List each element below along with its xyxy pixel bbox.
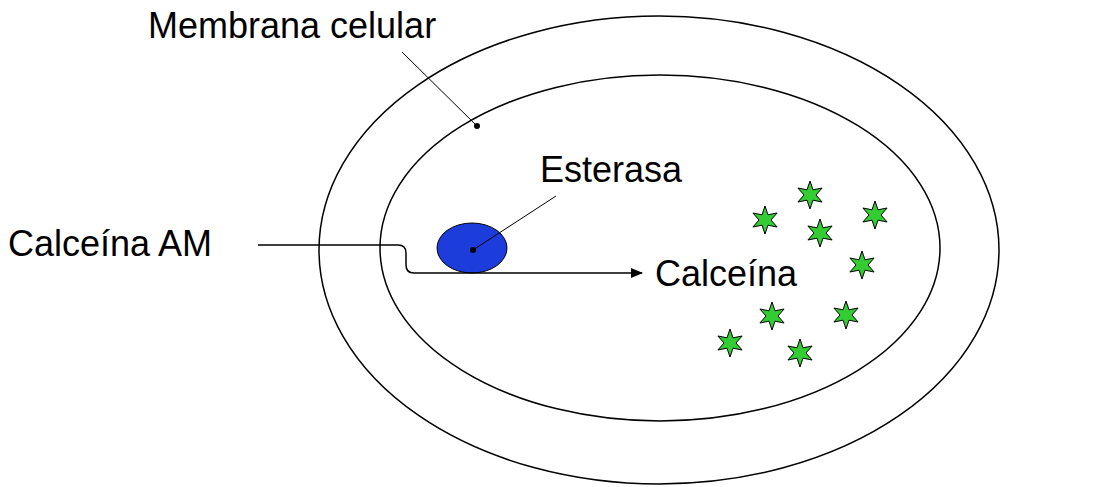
transport-arrow [258,245,642,273]
calcein-star [834,301,858,329]
substrate-label: Calceína AM [8,226,212,262]
esterase-enzyme [437,223,507,273]
enzyme-label: Esterasa [540,152,682,188]
inner-membrane [380,75,940,421]
calcein-star [863,201,887,229]
calcein-star [753,206,777,234]
outer-membrane [319,16,999,484]
calcein-star [798,181,822,209]
calcein-star [808,219,832,247]
membrane-label: Membrana celular [148,8,436,44]
calcein-star [718,329,742,357]
calcein-star [788,339,812,367]
calcein-star [850,251,874,279]
product-label: Calceína [655,256,797,292]
calcein-star [760,302,784,330]
leader-line [473,196,556,250]
leader-line [402,52,477,126]
